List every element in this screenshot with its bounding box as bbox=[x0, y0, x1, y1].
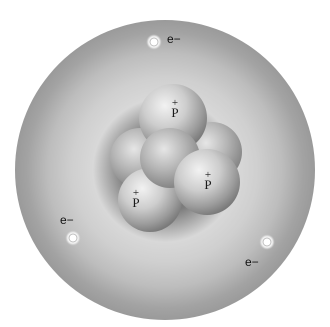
proton-symbol-left: P bbox=[132, 195, 139, 210]
electron-right bbox=[259, 234, 275, 250]
electron-top bbox=[146, 34, 162, 50]
electron-label-top: e− bbox=[167, 33, 181, 45]
proton-label-left: + P bbox=[126, 189, 146, 208]
electron-left bbox=[65, 230, 81, 246]
electron-label-left: e− bbox=[60, 214, 74, 226]
proton-label-right: + P bbox=[198, 171, 218, 190]
proton-symbol-top: P bbox=[171, 105, 178, 120]
electron-label-right: e− bbox=[245, 256, 259, 268]
proton-symbol-right: P bbox=[204, 177, 211, 192]
proton-label-top: + P bbox=[165, 99, 185, 118]
